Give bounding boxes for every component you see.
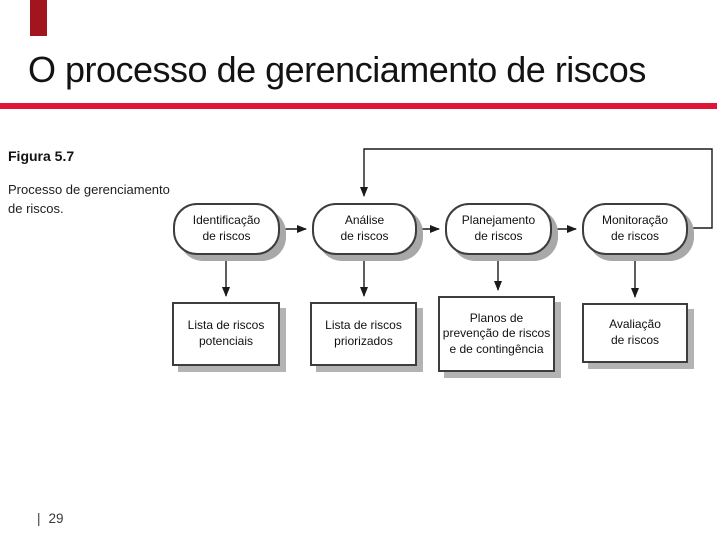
- output-node-label: Lista de riscos potenciais: [187, 318, 265, 348]
- corner-accent-bar: [30, 0, 47, 36]
- process-node-identificacao: Identificação de riscos: [173, 203, 280, 255]
- output-node-label: Planos de prevenção de riscos e de conti…: [442, 310, 551, 356]
- footer-separator: |: [37, 511, 41, 526]
- footer-page-number: 29: [48, 511, 64, 526]
- process-node-label: Análise de riscos: [340, 213, 389, 243]
- output-node-avaliacao: Avaliação de riscos: [582, 303, 688, 363]
- figure-caption: Processo de gerenciamento de riscos.: [8, 182, 170, 216]
- output-node-lista-priorizados: Lista de riscos priorizados: [310, 302, 417, 366]
- process-node-label: Planejamento de riscos: [461, 213, 536, 243]
- process-node-label: Monitoração de riscos: [601, 213, 669, 243]
- page-title: O processo de gerenciamento de riscos: [28, 49, 646, 90]
- process-node-planejamento: Planejamento de riscos: [445, 203, 552, 255]
- output-node-lista-potenciais: Lista de riscos potenciais: [172, 302, 280, 366]
- output-node-label: Lista de riscos priorizados: [325, 318, 402, 348]
- output-node-planos-prevencao: Planos de prevenção de riscos e de conti…: [438, 296, 555, 372]
- output-node-label: Avaliação de riscos: [609, 317, 661, 347]
- figure-label: Figura 5.7: [8, 148, 75, 164]
- title-underline-rule: [0, 103, 717, 109]
- process-node-analise: Análise de riscos: [312, 203, 417, 255]
- process-node-monitoracao: Monitoração de riscos: [582, 203, 688, 255]
- process-node-label: Identificação de riscos: [192, 213, 261, 243]
- page-footer: | 29: [37, 511, 64, 526]
